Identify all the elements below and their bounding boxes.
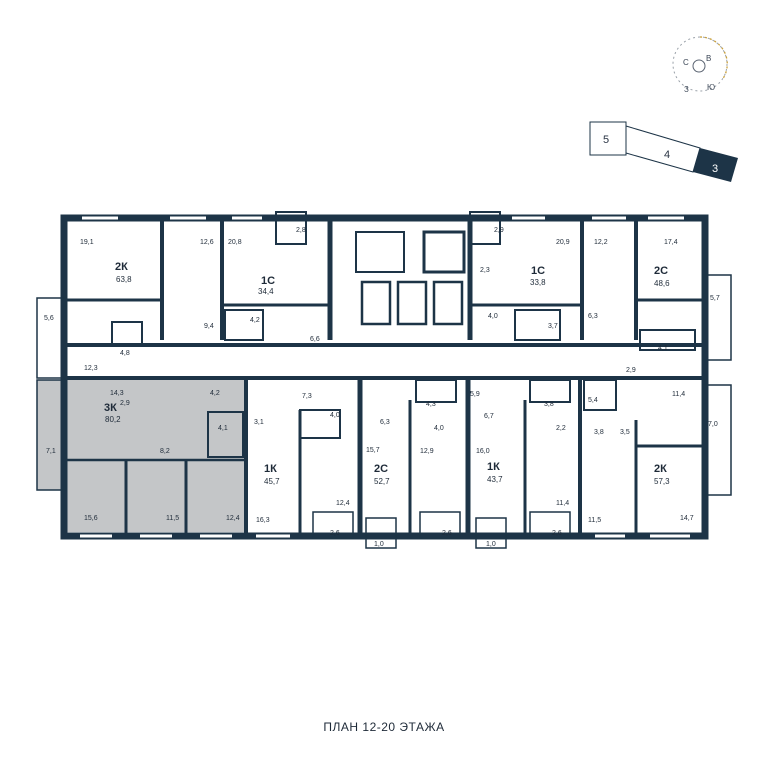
room-area-label: 4,1 bbox=[218, 425, 228, 432]
room-area-label: 11,4 bbox=[556, 500, 569, 507]
compass: С В З Ю bbox=[672, 36, 728, 94]
room-area-label: 3,5 bbox=[620, 429, 630, 436]
room-area-label: 6,6 bbox=[310, 336, 320, 343]
room-area-label: 6,3 bbox=[380, 419, 390, 426]
room-area-label: 4,1 bbox=[658, 345, 668, 352]
room-area-label: 7,0 bbox=[708, 421, 718, 428]
room-area-label: 20,8 bbox=[228, 239, 242, 246]
room-area-label: 15,6 bbox=[84, 515, 98, 522]
plan-title: ПЛАН 12-20 ЭТАЖА bbox=[323, 720, 445, 734]
room-area-label: 16,0 bbox=[476, 448, 490, 455]
room-area-label: 7,3 bbox=[302, 393, 312, 400]
room-area-label: 2,6 bbox=[330, 530, 340, 537]
room-area-label: 2,9 bbox=[626, 367, 636, 374]
room-area-label: 9,4 bbox=[204, 323, 214, 330]
section-3-label: 3 bbox=[712, 163, 718, 175]
room-area-label: 2,2 bbox=[556, 425, 566, 432]
windows bbox=[80, 216, 690, 538]
room-area-label: 4,0 bbox=[488, 313, 498, 320]
room-area-label: 3,8 bbox=[544, 401, 554, 408]
room-area-label: 3,7 bbox=[548, 323, 558, 330]
room-area-label: 12,2 bbox=[594, 239, 608, 246]
room-area-label: 2,6 bbox=[552, 530, 562, 537]
apt-area: 34,4 bbox=[258, 287, 274, 296]
room-area-label: 3,1 bbox=[254, 419, 264, 426]
room-area-label: 2,9 bbox=[120, 400, 130, 407]
section-5-label: 5 bbox=[603, 134, 609, 146]
interior-walls bbox=[66, 211, 705, 549]
apt-code: 2К bbox=[115, 261, 128, 273]
room-area-label: 2,9 bbox=[494, 227, 504, 234]
room-area-label: 1,0 bbox=[374, 541, 384, 548]
apt-code: 2С bbox=[654, 265, 668, 277]
room-labels: 19,1 12,6 20,8 2,8 2,9 20,9 12,2 17,4 5,7 5,6 9,4 4… bbox=[44, 227, 720, 548]
room-area-label: 5,4 bbox=[588, 397, 598, 404]
room-area-label: 11,5 bbox=[588, 517, 601, 524]
room-area-label: 17,4 bbox=[664, 239, 678, 246]
apt-area: 33,8 bbox=[530, 278, 546, 287]
room-area-label: 6,7 bbox=[484, 413, 494, 420]
apt-code: 1К bbox=[487, 461, 500, 473]
apt-code: 1К bbox=[264, 463, 277, 475]
compass-west-label: З bbox=[684, 85, 689, 94]
room-area-label: 11,4 bbox=[672, 391, 685, 398]
room-area-label: 4,0 bbox=[330, 412, 340, 419]
room-area-label: 8,2 bbox=[160, 448, 170, 455]
room-area-label: 2,3 bbox=[480, 267, 490, 274]
apt-code: 1С bbox=[261, 275, 275, 287]
apt-area: 48,6 bbox=[654, 279, 670, 288]
room-area-label: 1,0 bbox=[486, 541, 496, 548]
apt-area: 52,7 bbox=[374, 477, 390, 486]
room-area-label: 12,4 bbox=[226, 515, 240, 522]
compass-north-label: С bbox=[683, 58, 689, 67]
compass-south-label: Ю bbox=[707, 83, 715, 92]
room-area-label: 14,7 bbox=[680, 515, 694, 522]
room-area-label: 19,1 bbox=[80, 239, 94, 246]
room-area-label: 2,6 bbox=[442, 530, 452, 537]
room-area-label: 5,6 bbox=[44, 315, 54, 322]
apt-area: 63,8 bbox=[116, 275, 132, 284]
apartment-labels: 2К 63,8 1С 34,4 1С 33,8 2С 48,6 3К 80,2 … bbox=[104, 261, 670, 486]
section-4-label: 4 bbox=[664, 149, 670, 161]
room-area-label: 5,9 bbox=[470, 391, 480, 398]
apt-area: 43,7 bbox=[487, 475, 503, 484]
apt-code: 1С bbox=[531, 265, 545, 277]
room-area-label: 6,3 bbox=[588, 313, 598, 320]
room-area-label: 3,8 bbox=[594, 429, 604, 436]
room-area-label: 5,7 bbox=[710, 295, 720, 302]
room-area-label: 11,5 bbox=[166, 515, 179, 522]
room-area-label: 4,8 bbox=[120, 350, 130, 357]
section-key: 5 4 3 bbox=[589, 121, 738, 182]
room-area-label: 20,9 bbox=[556, 239, 570, 246]
room-area-label: 15,7 bbox=[366, 447, 380, 454]
room-area-label: 4,2 bbox=[210, 390, 220, 397]
apt-area: 57,3 bbox=[654, 477, 670, 486]
apt-code: 2К bbox=[654, 463, 667, 475]
room-area-label: 2,8 bbox=[296, 227, 306, 234]
room-area-label: 12,3 bbox=[84, 365, 98, 372]
apt-area: 45,7 bbox=[264, 477, 280, 486]
apt-code: 2С bbox=[374, 463, 388, 475]
room-area-label: 7,1 bbox=[46, 448, 56, 455]
room-area-label: 4,2 bbox=[250, 317, 260, 324]
room-area-label: 16,3 bbox=[256, 517, 270, 524]
room-area-label: 14,3 bbox=[110, 390, 124, 397]
apt-area: 80,2 bbox=[105, 415, 121, 424]
room-area-label: 12,6 bbox=[200, 239, 214, 246]
room-area-label: 12,4 bbox=[336, 500, 350, 507]
apt-code: 3К bbox=[104, 402, 117, 414]
room-area-label: 4,3 bbox=[426, 401, 436, 408]
room-area-label: 4,0 bbox=[434, 425, 444, 432]
room-area-label: 12,9 bbox=[420, 448, 434, 455]
compass-east-label: В bbox=[706, 54, 711, 63]
